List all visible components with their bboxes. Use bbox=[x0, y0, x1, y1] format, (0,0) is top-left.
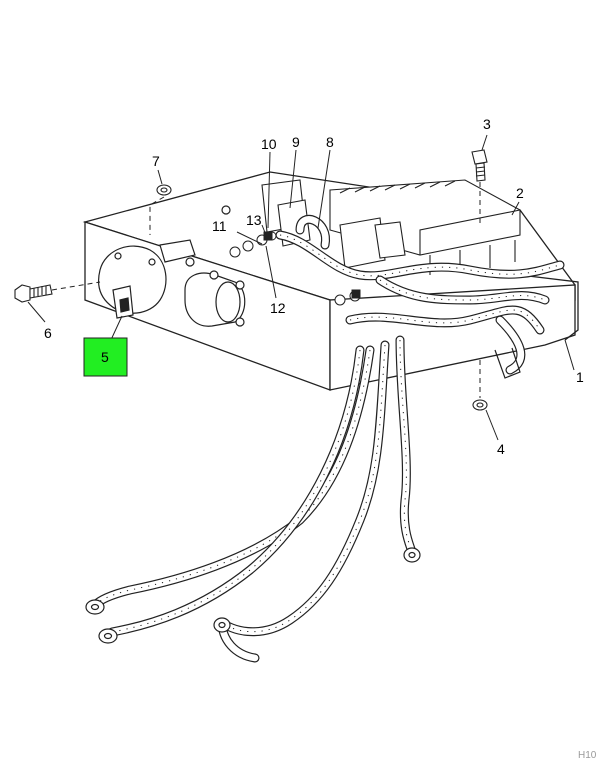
leader-11 bbox=[236, 231, 263, 245]
callout-1[interactable]: 1 bbox=[576, 369, 584, 385]
hanging-cables bbox=[90, 335, 417, 663]
leader-9 bbox=[289, 149, 297, 209]
alignment-lines bbox=[51, 182, 481, 398]
switch-assembly bbox=[98, 245, 167, 319]
callout-12[interactable]: 12 bbox=[270, 300, 286, 316]
callout-5-highlight[interactable] bbox=[83, 337, 128, 377]
callout-2[interactable]: 2 bbox=[516, 185, 524, 201]
nut-7 bbox=[156, 184, 172, 196]
bolt-3 bbox=[471, 149, 488, 182]
callout-3[interactable]: 3 bbox=[483, 116, 491, 132]
callout-5[interactable]: 5 bbox=[101, 349, 109, 365]
leader-6 bbox=[27, 301, 46, 323]
callout-10[interactable]: 10 bbox=[261, 136, 277, 152]
callout-13[interactable]: 13 bbox=[246, 212, 262, 228]
leader-8 bbox=[317, 149, 331, 229]
leader-12 bbox=[265, 245, 277, 299]
leader-10 bbox=[267, 151, 271, 229]
callout-labels: 1 2 3 4 5 6 7 8 9 10 11 12 13 bbox=[44, 116, 584, 457]
nut-4 bbox=[472, 399, 488, 411]
callout-9[interactable]: 9 bbox=[292, 134, 300, 150]
callout-11[interactable]: 11 bbox=[212, 218, 227, 234]
leader-7 bbox=[157, 169, 163, 185]
harness-wiring bbox=[275, 214, 565, 379]
leader-lines bbox=[27, 134, 575, 441]
ring-terminals bbox=[85, 547, 421, 644]
leader-1 bbox=[564, 339, 575, 371]
box-flange bbox=[519, 274, 579, 341]
terminals bbox=[229, 231, 361, 306]
callout-7[interactable]: 7 bbox=[152, 153, 160, 169]
callout-8[interactable]: 8 bbox=[326, 134, 334, 150]
leader-13 bbox=[261, 224, 267, 236]
callout-6[interactable]: 6 bbox=[44, 325, 52, 341]
leader-4 bbox=[485, 409, 499, 441]
callout-4[interactable]: 4 bbox=[497, 441, 505, 457]
corner-reference: H10 bbox=[578, 750, 597, 761]
leader-3 bbox=[481, 134, 488, 151]
bolt-6 bbox=[14, 284, 53, 303]
front-panel-details bbox=[159, 205, 246, 327]
leader-2 bbox=[511, 201, 520, 216]
